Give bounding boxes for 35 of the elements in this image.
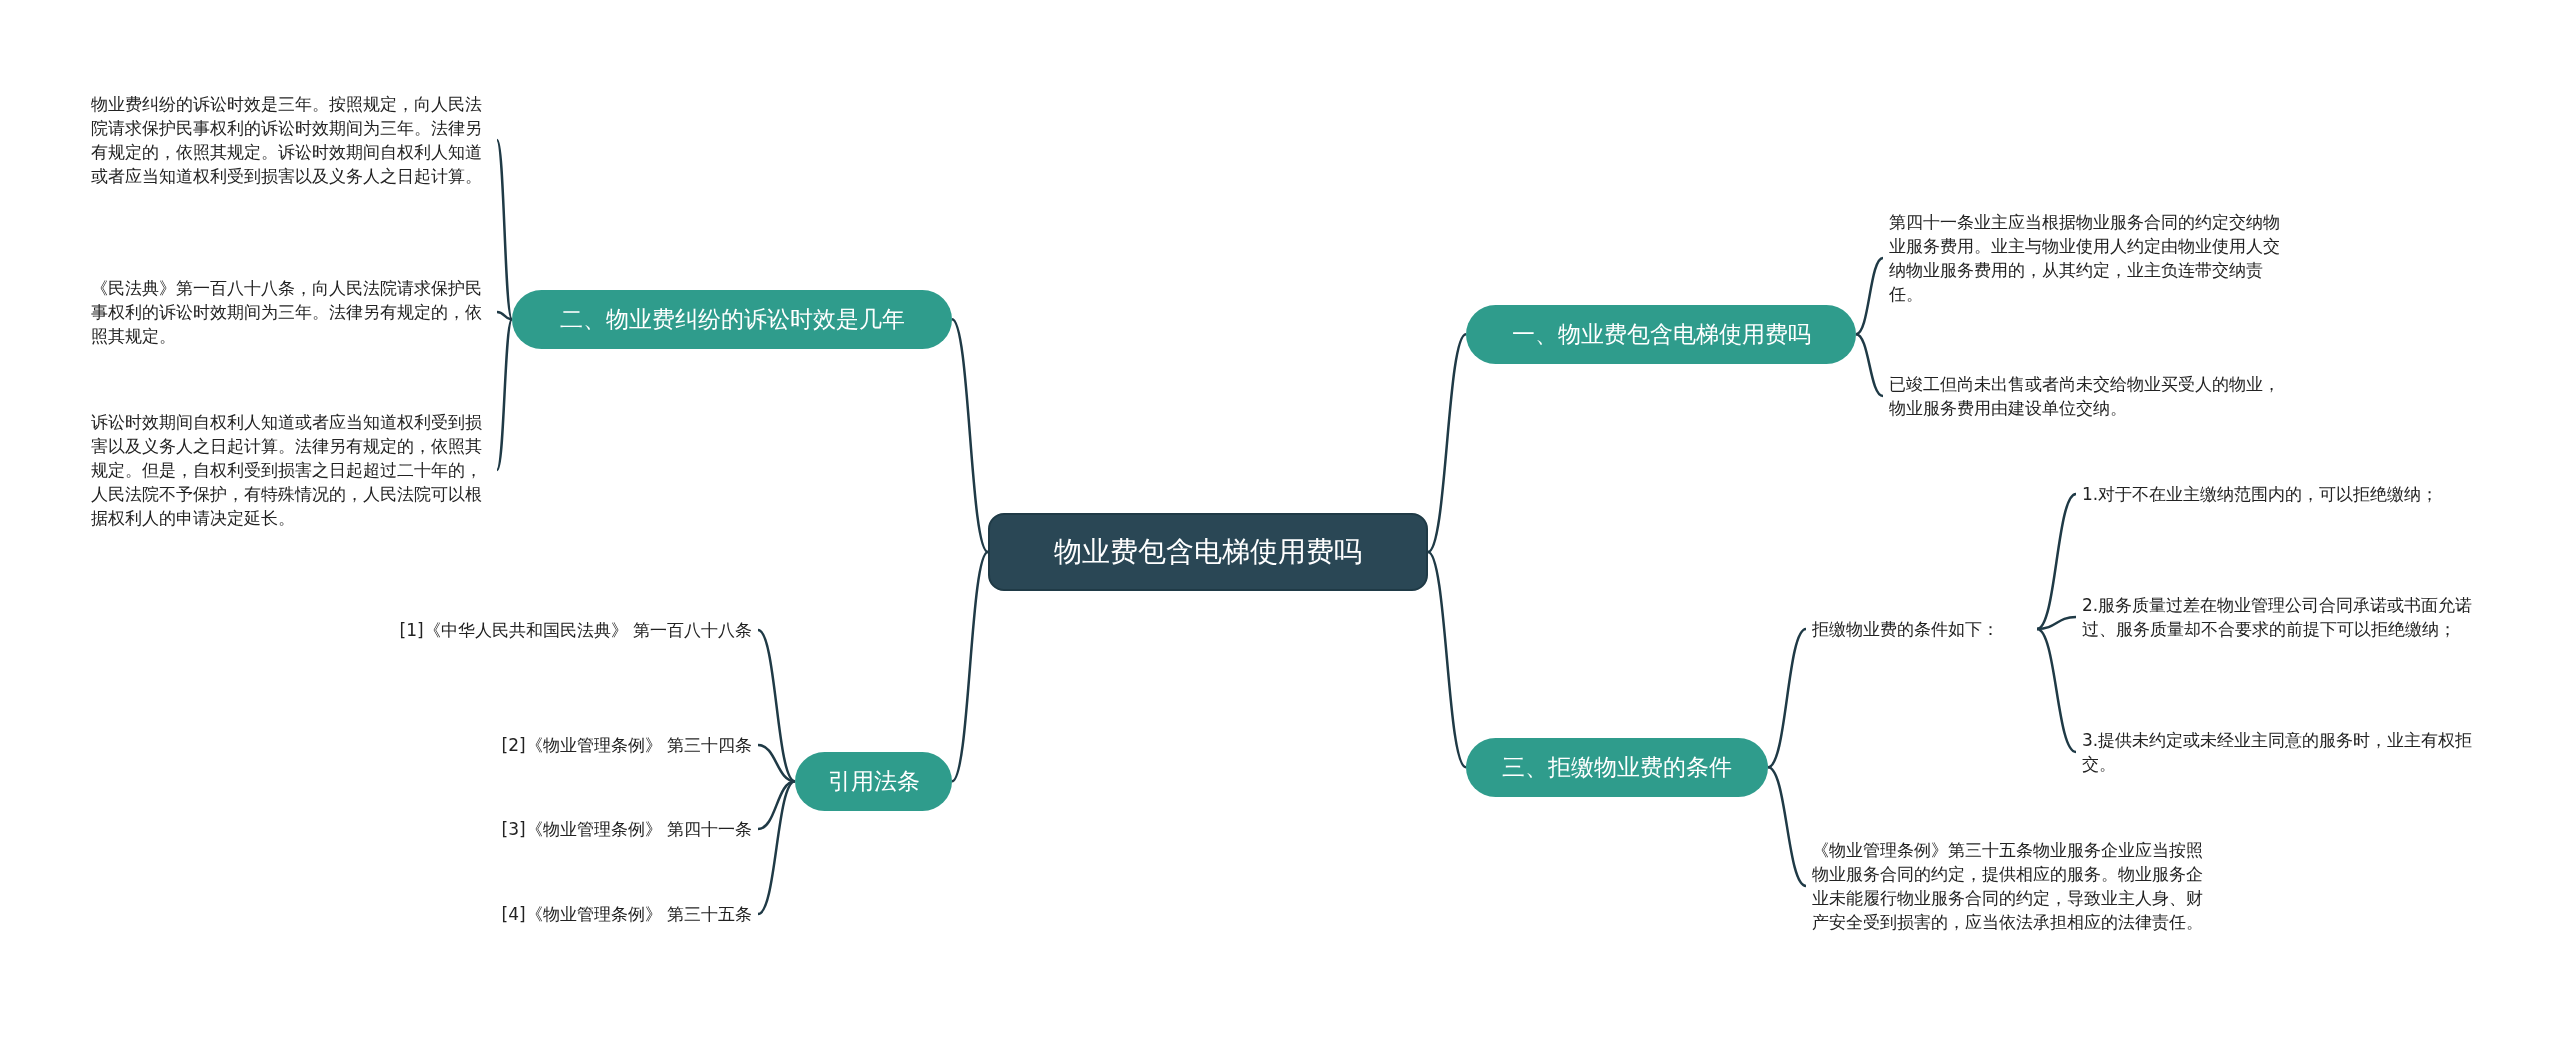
note-text: 拒缴物业费的条件如下： (1812, 617, 2037, 641)
connector-line (1767, 627, 1807, 769)
note-text: [3]《物业管理条例》 第四十一条 (352, 817, 752, 841)
note-text: 3.提供未约定或未经业主同意的服务时，业主有权拒交。 (2082, 728, 2482, 776)
note-text: 已竣工但尚未出售或者尚未交给物业买受人的物业，物业服务费用由建设单位交纳。 (1889, 372, 2289, 420)
note-text: 第四十一条业主应当根据物业服务合同的约定交纳物业服务费用。业主与物业使用人约定由物业使用人交纳物业服务费用的，从其约定，业主负连带交纳责任。 (1889, 210, 2289, 306)
root-topic: 物业费包含电梯使用费吗 (988, 513, 1428, 591)
connector-line (496, 310, 513, 321)
connector-line (1427, 333, 1467, 553)
note-text: 《民法典》第一百八十八条，向人民法院请求保护民事权利的诉讼时效期间为三年。法律另有规定的，依照其规定。 (91, 276, 491, 348)
note-text: [2]《物业管理条例》 第三十四条 (352, 733, 752, 757)
connector-line (2036, 492, 2077, 631)
branch-topic: 二、物业费纠纷的诉讼时效是几年 (512, 290, 952, 349)
note-text: [4]《物业管理条例》 第三十五条 (352, 902, 752, 926)
connector-line (951, 318, 989, 553)
branch-topic: 三、拒缴物业费的条件 (1466, 738, 1768, 797)
connector-line (951, 551, 989, 783)
connector-line (1767, 766, 1807, 888)
connector-line (1427, 551, 1467, 769)
note-text: 1.对于不在业主缴纳范围内的，可以拒绝缴纳； (2082, 482, 2482, 506)
branch-topic: 一、物业费包含电梯使用费吗 (1466, 305, 1856, 364)
connector-line (2036, 627, 2077, 754)
connector-line (1855, 333, 1884, 398)
connector-line (757, 780, 796, 831)
connector-line (1855, 256, 1884, 336)
connector-line (495, 318, 514, 471)
note-text: 《物业管理条例》第三十五条物业服务企业应当按照物业服务合同的约定，提供相应的服务。物业服务企业未能履行物业服务合同的约定，导致业主人身、财产安全受到损害的，应当依法承担相应的法律责任。 (1812, 838, 2212, 934)
note-text: 2.服务质量过差在物业管理公司合同承诺或书面允诺过、服务质量却不合要求的前提下可以拒绝缴纳； (2082, 593, 2482, 641)
connector-line (495, 139, 514, 320)
connector-line (757, 628, 796, 783)
note-text: 诉讼时效期间自权利人知道或者应当知道权利受到损害以及义务人之日起计算。法律另有规定的，依照其规定。但是，自权利受到损害之日起超过二十年的，人民法院不予保护，有特殊情况的，人民法院可以根据权利人的申请决定延长。 (91, 410, 491, 530)
note-text: 物业费纠纷的诉讼时效是三年。按照规定，向人民法院请求保护民事权利的诉讼时效期间为三年。法律另有规定的，依照其规定。诉讼时效期间自权利人知道或者应当知道权利受到损害以及义务人之日起计算。 (91, 92, 491, 188)
branch-topic: 引用法条 (795, 752, 952, 811)
note-text: [1]《中华人民共和国民法典》 第一百八十八条 (352, 618, 752, 642)
connector-line (757, 780, 796, 916)
